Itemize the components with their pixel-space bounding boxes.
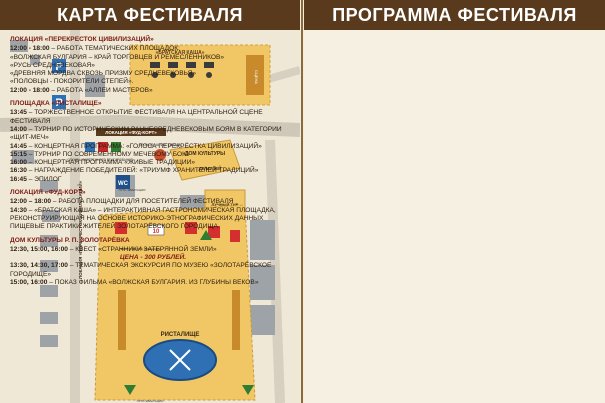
program-line: 14:00 – ТУРНИР ПО ИСТОРИЧЕСКИМ РАННЕСРЕД… [10,125,282,142]
program-line: «ПОЛОВЦЫ - ПОКОРИТЕЛИ СТЕПЕЙ». [10,78,134,86]
building [85,75,105,97]
section-title: ДОМ КУЛЬТУРЫ Р. П. ЗОЛОТАРЁВКА [10,236,130,244]
building [10,40,28,52]
section-title: ЛОКАЦИЯ «ПЕРЕКРЕСТОК ЦИВИЛИЗАЦИЙ» [10,36,154,43]
quest-price: ЦЕНА - 300 РУБЛЕЙ. [119,254,187,262]
program-line: 16:00 – КОНЦЕРТНАЯ ПРОГРАММА «ЖИВЫЕ ТРАД… [10,159,196,167]
building [40,260,58,272]
wc-label: WC [118,181,129,187]
program-line: 15:00, 16:00 – ПОКАЗ ФИЛЬМА «ВОЛЖСКАЯ БУ… [10,279,259,287]
parking-sign [52,59,66,73]
evacuation-route-label: ПУТЬ ЭВАКУАЦИИ [137,399,164,403]
parking-sign [52,95,66,109]
wc-sign [116,175,130,189]
tables-icon [150,62,214,78]
program-line: 12:00 – 18:00 – РАБОТА ПЛОЩАДКИ ДЛЯ ПОСЕ… [10,198,234,206]
first-aid-sign [147,224,165,236]
parking-label: P [55,61,62,73]
arena-label: РИСТАЛИЩЕ [161,332,200,338]
building [40,335,58,347]
house-of-culture [169,139,241,181]
swordfight-icon [169,349,191,371]
building [250,305,275,335]
building [40,312,58,324]
first-aid-label: 10 [153,229,160,235]
crossroads-label: ЛОКАЦИЯ «ПЕРЕКРЕСТОК ЦИВИЛИЗАЦИЙ» [76,180,83,279]
evacuation-arrow-icon [124,230,254,395]
food-court-label-bg [96,128,166,136]
building [250,220,275,260]
program-list: ЛОКАЦИЯ «ПЕРЕКРЕСТОК ЦИВИЛИЗАЦИЙ» 12:00 … [10,36,296,287]
building [12,150,34,164]
entrance-icon [154,149,166,161]
emergency-services-icon [85,142,121,152]
program-line: «ВОЛЖСКАЯ БУЛГАРИЯ – КРАЙ ТОРГОВЦЕВ И РЕ… [10,53,225,61]
building [30,55,40,65]
building [40,180,58,192]
house-of-culture-label: ДОМ КУЛЬТУРЫ [185,151,225,157]
program-line: 12:00 - 18:00 – РАБОТА «АЛЛЕИ МАСТЕРОВ» [10,86,153,94]
theme-platforms [115,222,240,242]
food-court-label: ЛОКАЦИЯ «ФУД-КОРТ» [105,130,157,135]
building [42,210,60,222]
program-line: 13:30, 14:30, 17:00 – ТЕМАТИЧЕСКАЯ ЭКСКУ… [10,262,272,278]
program-line: 12:30, 15:00, 16:00 – КВЕСТ «СТРАННИКИ З… [10,245,217,253]
emergency-services-label: СЛУЖБЫ ЭКСТРЕННОГО РЕАГИРОВАНИЯ [67,158,133,162]
entrance-label: ПРОХОД НА ФЕСТИВАЛЬ [139,143,182,147]
theme-platforms-label: ТЕМАТИЧЕСКИЕ ПЛОЩАДКИ [119,247,161,251]
building [250,265,275,300]
stage-label: СЦЕНА [254,70,259,84]
archery-label: ЛУЧНЫЙ ТИР [212,202,239,207]
program-line: 16:30 – НАГРАЖДЕНИЕ ПОБЕДИТЕЛЕЙ: «ТРИУМФ… [10,167,259,175]
evacuation-route-label: ПУТЬ ЭВАКУАЦИИ [119,188,146,192]
museum-label: ДК/МУЗЕЙ [199,164,222,171]
map-header: КАРТА ФЕСТИВАЛЯ [0,0,300,30]
program-line: 14:30 – «БРАТСКАЯ КАША» – ИНТЕРАКТИВНАЯ … [10,206,276,231]
parking-label: P [55,97,62,109]
program-section: ПЛОЩАДКА «РИСТАЛИЩЕ» 13:45 – ТОРЖЕСТВЕНН… [10,100,296,184]
program-section: ЛОКАЦИЯ «ФУД-КОРТ» 12:00 – 18:00 – РАБОТ… [10,189,296,231]
program-line: 15:15 – ТУРНИР ПО СОВРЕМЕННОМУ МЕЧЕВОМУ … [10,150,189,158]
program-line: 16:45 – ЭПИЛОГ [10,175,62,183]
program-line: 12:00 - 18:00 – РАБОТА ТЕМАТИЧЕСКИХ ПЛОЩ… [10,45,180,53]
stage [246,55,264,95]
building [40,235,58,247]
program-line: 14:45 – КОНЦЕРТНАЯ ПРОГРАММА: «ГОЛОСА ПЕ… [10,142,262,150]
bratskaya-kasha-label: «БРАТСКАЯ КАША» [155,50,204,56]
section-title: ПЛОЩАДКА «РИСТАЛИЩЕ» [10,100,102,108]
program-line: 13:45 – ТОРЖЕСТВЕННОЕ ОТКРЫТИЕ ФЕСТИВАЛЯ… [10,109,263,125]
festival-map: P P «БРАТСКАЯ КАША» СЦЕНА ЛОКАЦИЯ «ФУД-К… [0,30,300,403]
program-section: ЛОКАЦИЯ «ПЕРЕКРЕСТОК ЦИВИЛИЗАЦИЙ» 12:00 … [10,36,296,95]
program-header: ПРОГРАММА ФЕСТИВАЛЯ [304,0,605,30]
stalls [118,290,240,350]
section-title: ЛОКАЦИЯ «ФУД-КОРТ» [10,189,86,197]
program-line: «РУСЬ СРЕДНЕВЕКОВАЯ» [10,61,95,69]
festival-area [94,204,256,401]
program-line: «ДРЕВНЯЯ МОРДВА СКВОЗЬ ПРИЗМУ СРЕДНЕВЕКО… [10,70,197,78]
program-panel [304,0,605,403]
program-section: ДОМ КУЛЬТУРЫ Р. П. ЗОЛОТАРЁВКА 12:30, 15… [10,237,296,288]
divider [301,0,303,403]
building [40,285,58,297]
